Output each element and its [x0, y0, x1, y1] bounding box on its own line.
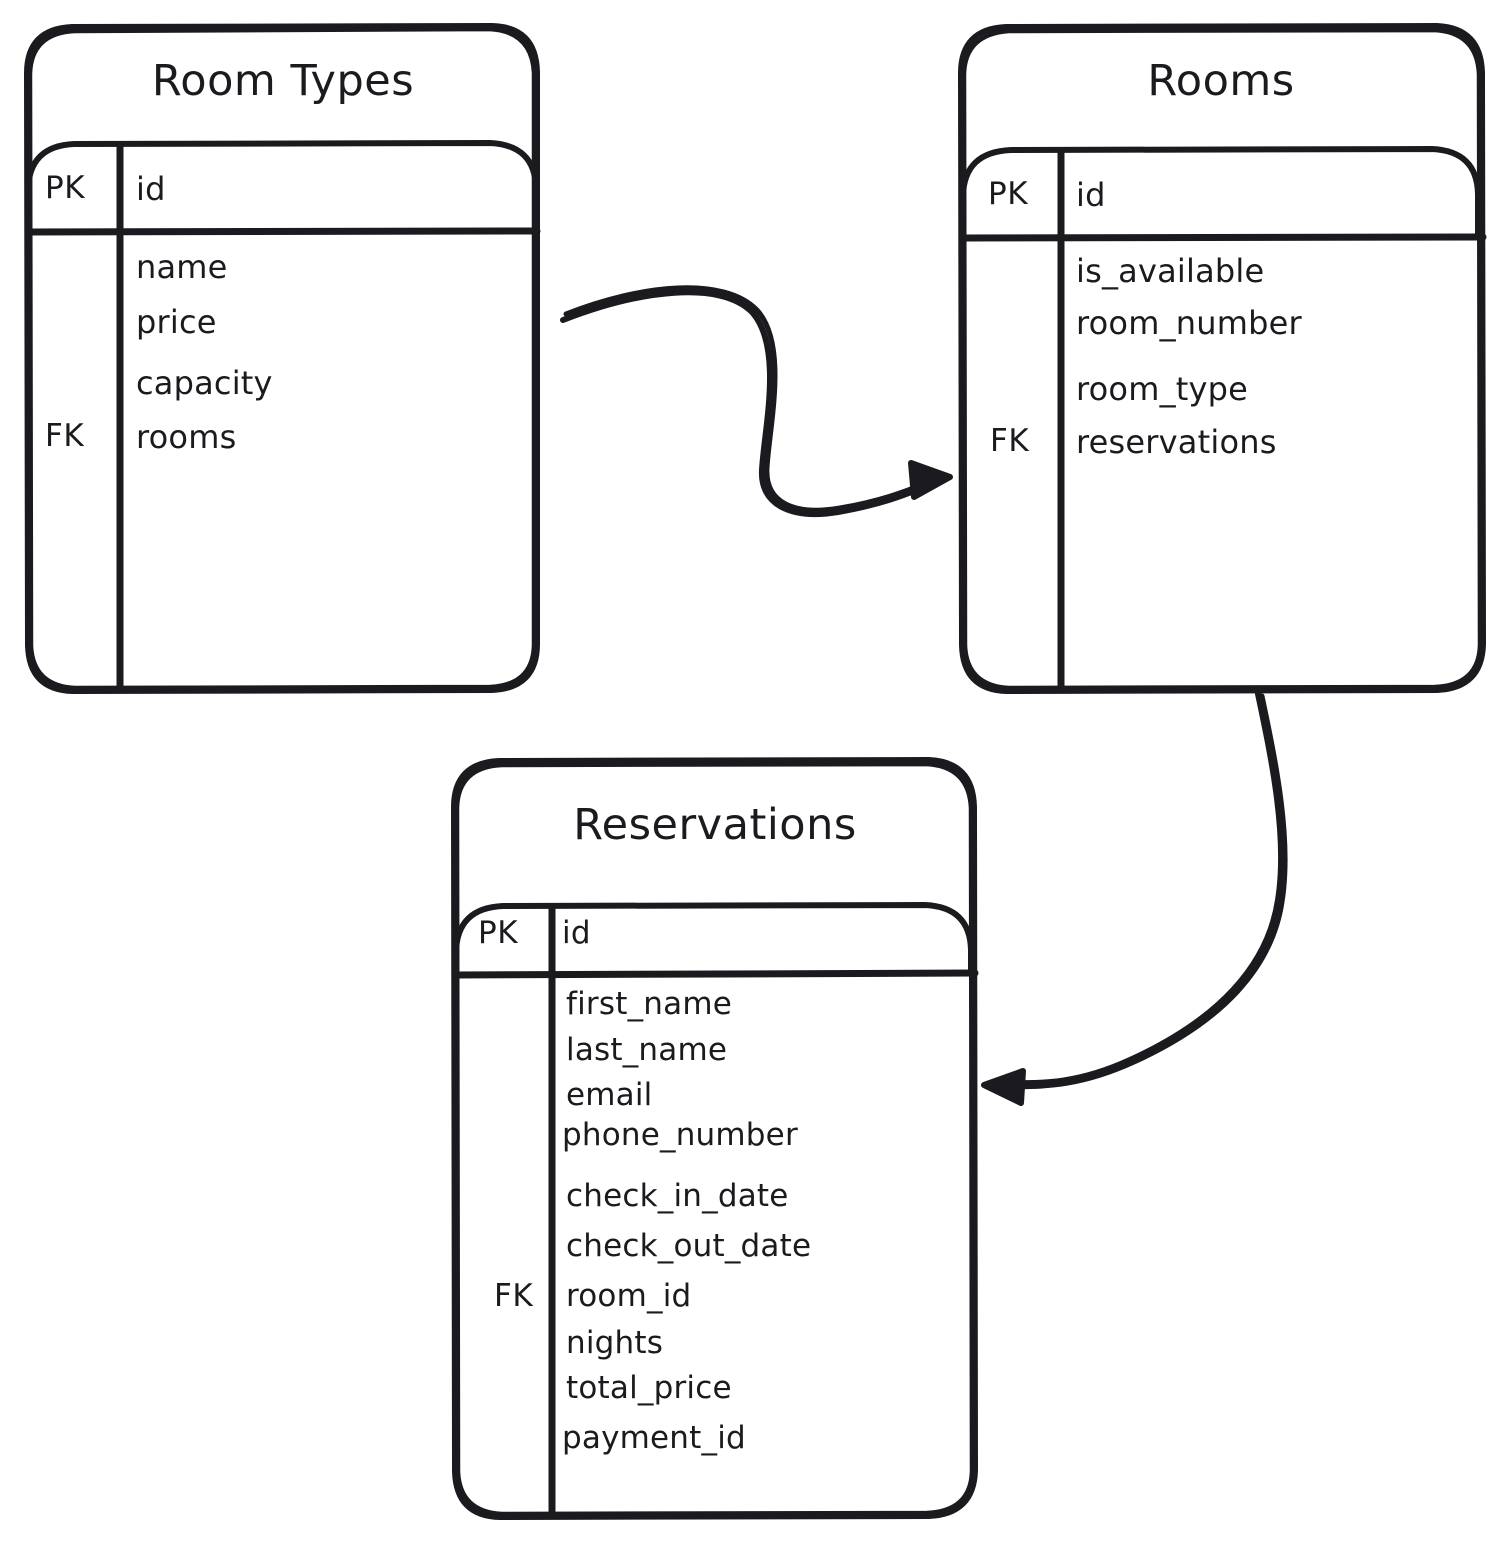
rooms-field-reservations: reservations	[1076, 423, 1277, 461]
room-types-field-rooms: rooms	[136, 418, 237, 456]
rooms-header-inner-frame	[960, 146, 1481, 240]
entity-title-reservations: Reservations	[573, 800, 857, 850]
reservations-fk-label: FK	[494, 1278, 534, 1314]
reservations-field-payment-id: payment_id	[562, 1420, 746, 1456]
room-types-field-price: price	[136, 303, 217, 341]
entity-title-rooms: Rooms	[1147, 56, 1295, 106]
room-types-field-name: name	[136, 248, 228, 286]
room-types-field-capacity: capacity	[136, 364, 273, 402]
reservations-field-first-name: first_name	[566, 986, 732, 1022]
reservations-pk-label: PK	[478, 915, 519, 951]
reservations-field-total-price: total_price	[566, 1370, 732, 1406]
rooms-field-id: id	[1076, 176, 1106, 214]
room-types-header-inner-frame	[25, 140, 539, 234]
entity-title-room-types: Room Types	[151, 56, 415, 106]
rooms-fk-label: FK	[990, 423, 1030, 459]
reservations-field-email: email	[566, 1077, 653, 1113]
rooms-pk-label: PK	[988, 176, 1029, 212]
reservations-field-phone-number: phone_number	[562, 1117, 798, 1153]
relationship-room-types-to-rooms	[560, 285, 953, 518]
reservations-field-nights: nights	[566, 1325, 664, 1361]
reservations-field-last-name: last_name	[566, 1032, 728, 1068]
rooms-field-is-available: is_available	[1076, 252, 1265, 290]
rooms-outer-frame	[958, 23, 1486, 694]
reservations-pk-divider	[451, 969, 979, 979]
reservations-field-check-in-date: check_in_date	[566, 1178, 789, 1214]
rooms-field-room-number: room_number	[1076, 304, 1302, 342]
room-types-pk-label: PK	[45, 170, 86, 206]
reservations-field-check-out-date: check_out_date	[566, 1228, 812, 1264]
relationship-rooms-to-reservations	[981, 691, 1288, 1106]
room-types-outer-frame	[24, 23, 540, 694]
rooms-field-room-type: room_type	[1076, 370, 1249, 408]
room-types-field-id: id	[136, 170, 166, 208]
room-types-fk-label: FK	[45, 418, 85, 454]
reservations-field-room-id: room_id	[566, 1278, 692, 1314]
reservations-field-id: id	[562, 915, 591, 951]
room-types-pk-divider	[24, 227, 541, 236]
reservations-header-inner-frame	[453, 902, 974, 977]
rooms-pk-divider	[958, 233, 1487, 242]
